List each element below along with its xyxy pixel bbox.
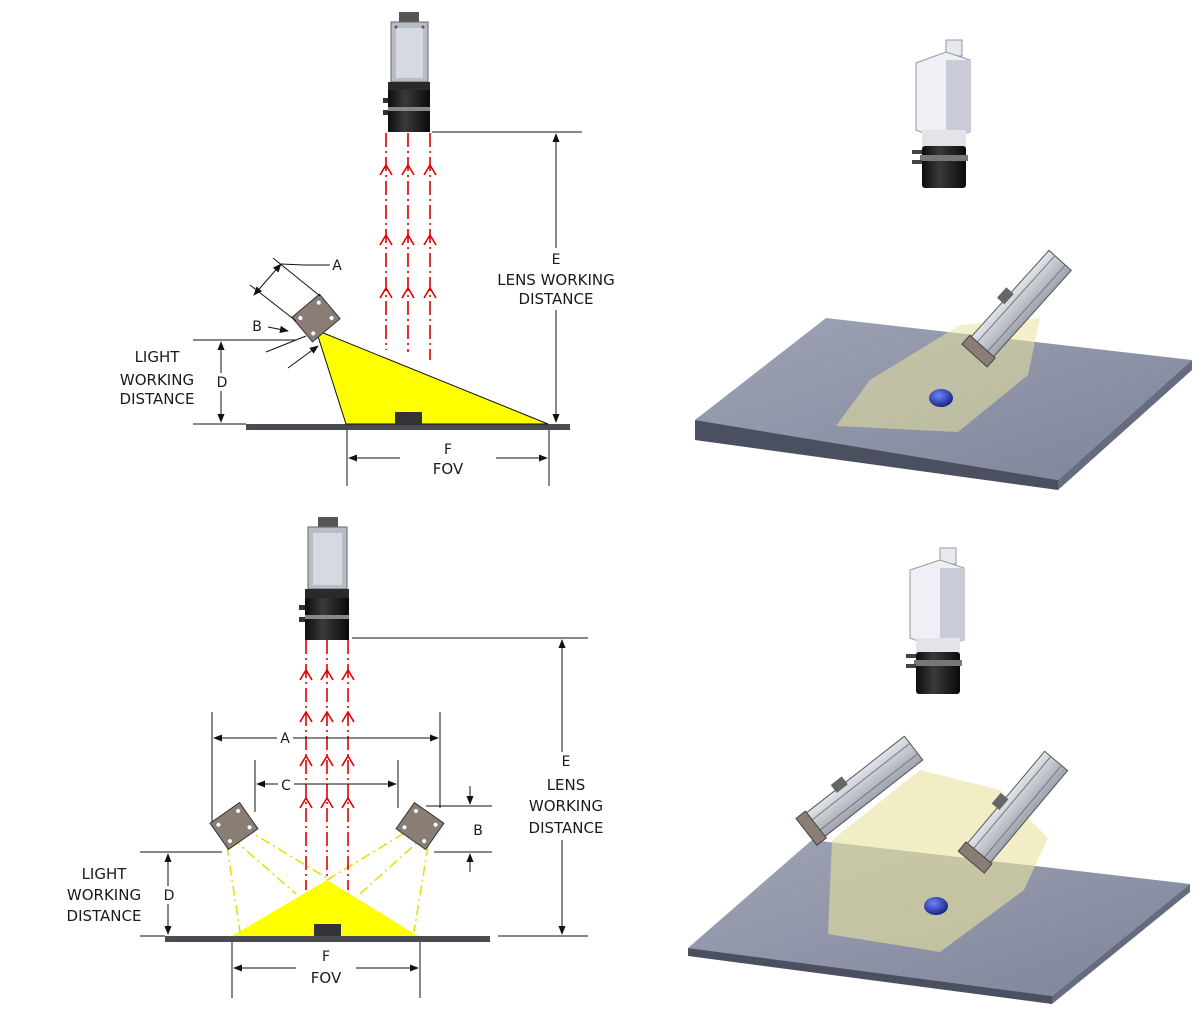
- label-d-bottom: D: [164, 888, 175, 904]
- label-a-bottom: A: [280, 731, 290, 747]
- camera-bottom: [299, 517, 349, 640]
- lens-working-distance-bottom-line2: WORKING: [529, 797, 603, 815]
- render-top: [695, 39, 1192, 490]
- fov-label-bottom: FOV: [311, 969, 342, 987]
- light-head-left: [209, 801, 259, 851]
- lens-working-distance-line2: DISTANCE: [519, 290, 594, 308]
- label-d: D: [217, 375, 228, 391]
- camera-rays-bottom: [299, 640, 355, 890]
- label-c: C: [281, 778, 291, 794]
- label-a-top: A: [332, 258, 342, 274]
- light-head-right: [395, 801, 445, 851]
- light-bar-top: [961, 249, 1073, 368]
- lens-working-distance-line1: LENS WORKING: [497, 271, 615, 289]
- reflection-rays: [226, 825, 429, 933]
- camera-3d-bottom: [906, 547, 965, 694]
- camera-top: [383, 12, 430, 132]
- light-working-distance-line2: WORKING: [120, 371, 194, 389]
- lens-working-distance-bottom-line3: DISTANCE: [529, 819, 604, 837]
- light-working-distance-bottom-line2: WORKING: [67, 886, 141, 904]
- light-beam: [315, 329, 549, 425]
- target-part-bottom: [314, 924, 341, 936]
- light-working-distance-line3: DISTANCE: [120, 390, 195, 408]
- label-e-bottom: E: [562, 754, 571, 770]
- label-f: F: [444, 442, 452, 458]
- lens-working-distance-bottom-line1: LENS: [547, 776, 586, 794]
- target-part: [395, 412, 422, 424]
- render-bottom: [688, 547, 1190, 1004]
- dimension-c: C: [254, 760, 399, 812]
- dimension-e-bottom: E LENS WORKING DISTANCE: [352, 637, 610, 937]
- dimension-a-bottom: A: [211, 712, 441, 822]
- dimension-a-top: A: [249, 257, 342, 322]
- label-b-top: B: [252, 319, 262, 335]
- target-dome: [929, 389, 953, 407]
- label-e: E: [552, 252, 561, 268]
- light-working-distance-bottom-line1: LIGHT: [82, 865, 128, 883]
- dimension-d: D LIGHT WORKING DISTANCE: [120, 339, 296, 425]
- dimension-b-top: B: [252, 319, 319, 369]
- light-bar-right: [957, 750, 1069, 874]
- light-working-distance-bottom-line3: DISTANCE: [67, 907, 142, 925]
- dimension-e: E LENS WORKING DISTANCE: [432, 131, 616, 423]
- stage-plate-bottom: [165, 936, 490, 942]
- light-bar-left: [795, 735, 924, 846]
- stage-plate: [246, 424, 570, 430]
- target-dome-bottom: [924, 897, 948, 915]
- dimension-f-bottom: F FOV: [231, 942, 421, 998]
- light-working-distance-line1: LIGHT: [135, 348, 181, 366]
- label-f-bottom: F: [322, 949, 330, 965]
- top-diagram: E LENS WORKING DISTANCE D LIGHT WORKING …: [120, 12, 616, 486]
- light-beam-bottom: [232, 880, 418, 936]
- fov-label: FOV: [433, 460, 464, 478]
- dimension-f: F FOV: [346, 430, 550, 486]
- camera-rays: [379, 133, 437, 360]
- label-b-bottom: B: [473, 823, 483, 839]
- camera-3d-top: [912, 39, 971, 188]
- light-head: [291, 293, 341, 343]
- dimension-d-bottom: D LIGHT WORKING DISTANCE: [67, 851, 222, 937]
- bottom-diagram: A C B D LIGHT WORKING DISTANCE: [67, 517, 610, 998]
- dimension-b-bottom: B: [426, 786, 492, 872]
